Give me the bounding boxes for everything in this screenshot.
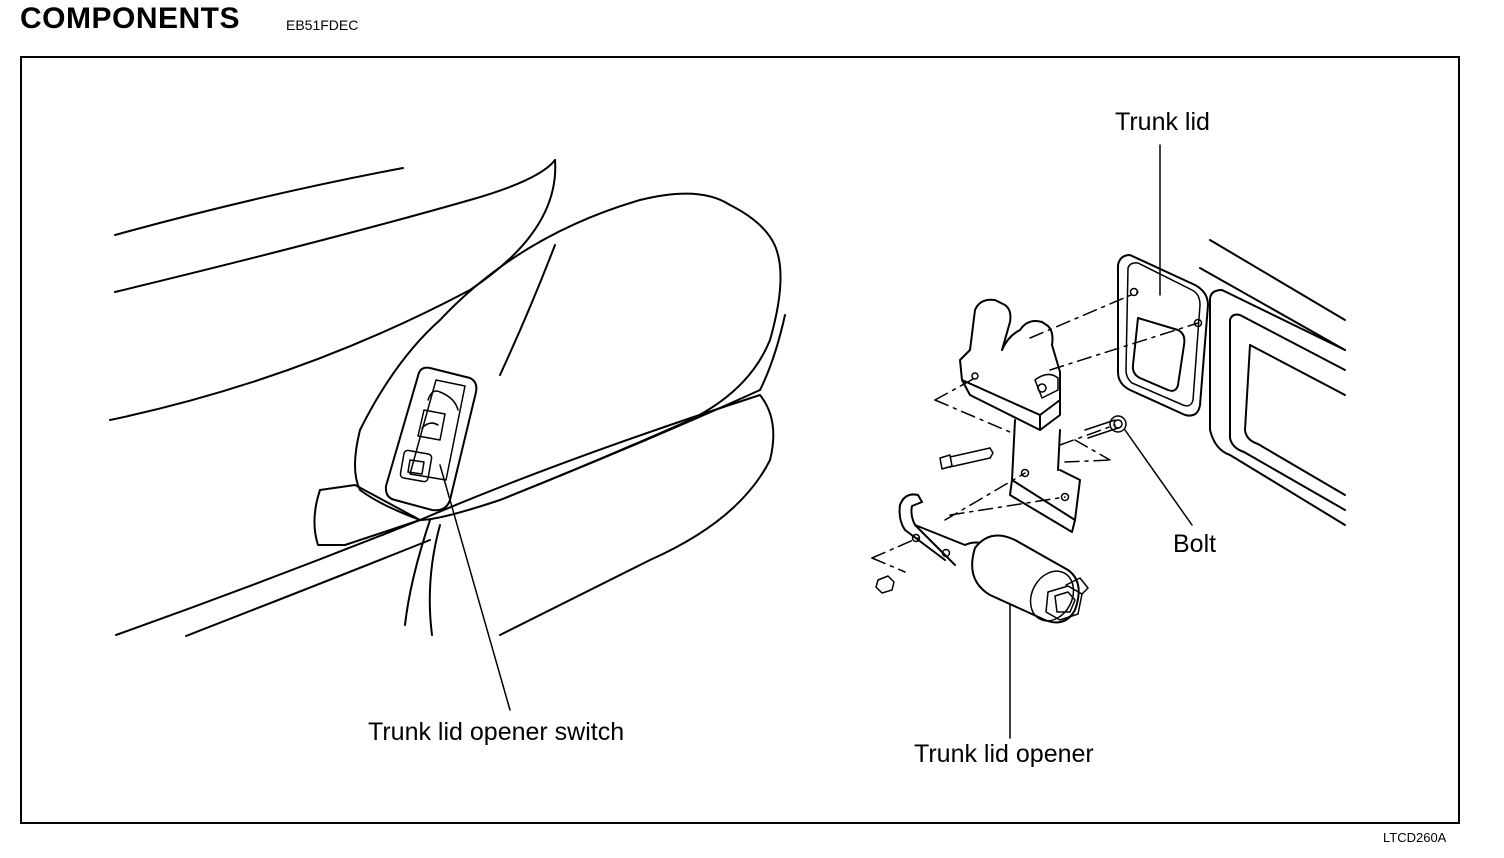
diagram-frame (20, 56, 1460, 824)
bolt-illustrations (875, 415, 1127, 594)
page-title: COMPONENTS (20, 2, 241, 35)
trunk-lid-panel-illustration (1117, 239, 1346, 526)
figure-id: LTCD260A (1383, 830, 1447, 845)
section-code: EB51FDEC (286, 17, 359, 33)
label-trunk-lid: Trunk lid (1115, 108, 1210, 136)
seat-floor-illustration (109, 159, 786, 637)
alignment-lines (871, 291, 1199, 573)
leader-lines (439, 144, 1193, 739)
label-trunk-lid-opener-switch: Trunk lid opener switch (368, 718, 625, 746)
label-bolt: Bolt (1173, 530, 1217, 558)
label-trunk-lid-opener: Trunk lid opener (914, 740, 1094, 768)
trunk-lid-opener-actuator-illustration (898, 493, 1089, 624)
trunk-lock-latch-illustration (959, 298, 1081, 533)
trunk-lid-opener-switch-illustration (384, 366, 478, 512)
